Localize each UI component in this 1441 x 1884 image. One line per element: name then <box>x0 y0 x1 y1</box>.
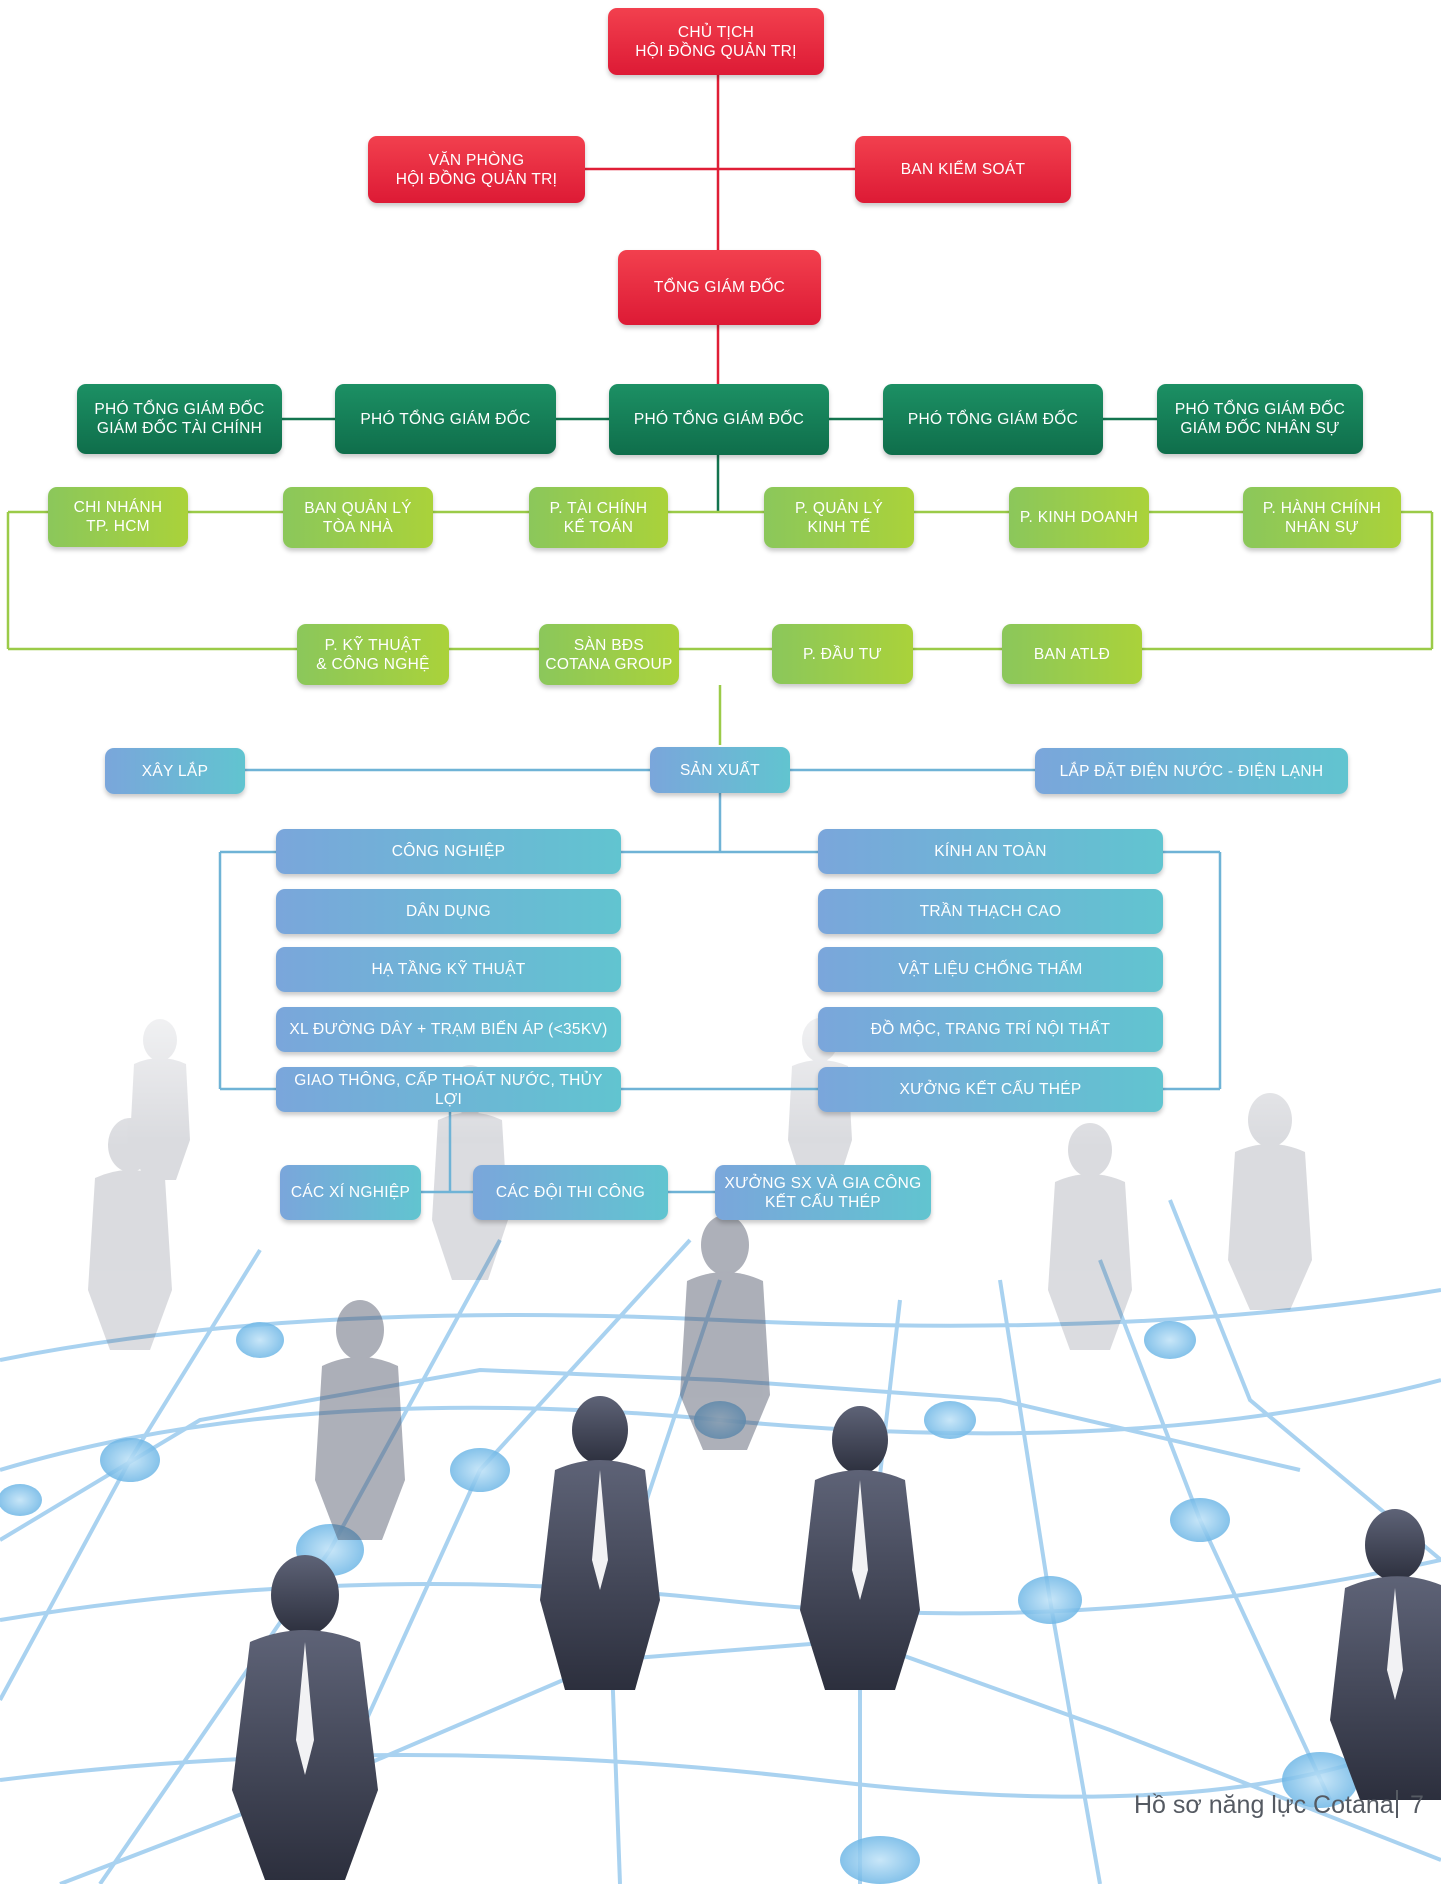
construction-box: XÂY LẮP <box>105 748 245 794</box>
deputy-ceo-hr-box: PHÓ TỔNG GIÁM ĐỐC GIÁM ĐỐC NHÂN SỰ <box>1157 384 1363 454</box>
board-office-box: VĂN PHÒNG HỘI ĐỒNG QUẢN TRỊ <box>368 136 585 203</box>
dept-occupational-safety: BAN ATLĐ <box>1002 624 1142 684</box>
dept-building-management: BAN QUẢN LÝ TÒA NHÀ <box>283 487 433 548</box>
page-number: 7 <box>1410 1791 1424 1819</box>
industrial-box: CÔNG NGHIỆP <box>276 829 621 874</box>
footer-separator <box>1396 1790 1398 1818</box>
technical-infrastructure-box: HẠ TẦNG KỸ THUẬT <box>276 947 621 992</box>
dept-economic-management: P. QUẢN LÝ KINH TẾ <box>764 487 914 548</box>
ceo-box: TỔNG GIÁM ĐỐC <box>618 250 821 325</box>
deputy-ceo-box-3: PHÓ TỔNG GIÁM ĐỐC <box>609 384 829 455</box>
deputy-ceo-box-2: PHÓ TỔNG GIÁM ĐỐC <box>335 384 556 454</box>
transport-water-irrigation-box: GIAO THÔNG, CẤP THOÁT NƯỚC, THỦY LỢI <box>276 1067 621 1112</box>
gypsum-ceiling-box: TRẦN THẠCH CAO <box>818 889 1163 934</box>
footer-title: Hồ sơ năng lực Cotana <box>1134 1791 1394 1819</box>
dept-investment: P. ĐẦU TƯ <box>772 624 913 684</box>
mep-installation-box: LẮP ĐẶT ĐIỆN NƯỚC - ĐIỆN LẠNH <box>1035 748 1348 794</box>
deputy-ceo-box-4: PHÓ TỔNG GIÁM ĐỐC <box>883 384 1103 455</box>
dept-engineering-technology: P. KỸ THUẬT & CÔNG NGHỆ <box>297 624 449 685</box>
woodwork-interior-box: ĐỒ MỘC, TRANG TRÍ NỘI THẤT <box>818 1007 1163 1052</box>
production-box: SẢN XUẤT <box>650 747 790 793</box>
dept-real-estate-exchange: SÀN BĐS COTANA GROUP <box>539 624 679 685</box>
dept-finance-accounting: P. TÀI CHÍNH KẾ TOÁN <box>529 487 668 548</box>
dept-hcm-branch: CHI NHÁNH TP. HCM <box>48 487 188 547</box>
steel-fabrication-workshop-box: XƯỞNG SX VÀ GIA CÔNG KẾT CẤU THÉP <box>715 1165 931 1220</box>
civil-box: DÂN DỤNG <box>276 889 621 934</box>
power-line-substation-box: XL ĐƯỜNG DÂY + TRẠM BIẾN ÁP (<35KV) <box>276 1007 621 1052</box>
steel-structure-workshop-box: XƯỞNG KẾT CẤU THÉP <box>818 1067 1163 1112</box>
safety-glass-box: KÍNH AN TOÀN <box>818 829 1163 874</box>
people-silhouettes <box>88 1018 1441 1880</box>
construction-teams-box: CÁC ĐỘI THI CÔNG <box>473 1165 668 1220</box>
waterproofing-box: VẬT LIỆU CHỐNG THẤM <box>818 947 1163 992</box>
supervisory-board-box: BAN KIỂM SOÁT <box>855 136 1071 203</box>
dept-admin-hr: P. HÀNH CHÍNH NHÂN SỰ <box>1243 487 1401 548</box>
enterprises-box: CÁC XÍ NGHIỆP <box>280 1165 421 1220</box>
chairman-box: CHỦ TỊCH HỘI ĐỒNG QUẢN TRỊ <box>608 8 824 75</box>
deputy-ceo-cfo-box: PHÓ TỔNG GIÁM ĐỐC GIÁM ĐỐC TÀI CHÍNH <box>77 384 282 454</box>
page-footer: Hồ sơ năng lực Cotana 7 <box>1110 1790 1430 1821</box>
dept-sales: P. KINH DOANH <box>1009 487 1149 548</box>
